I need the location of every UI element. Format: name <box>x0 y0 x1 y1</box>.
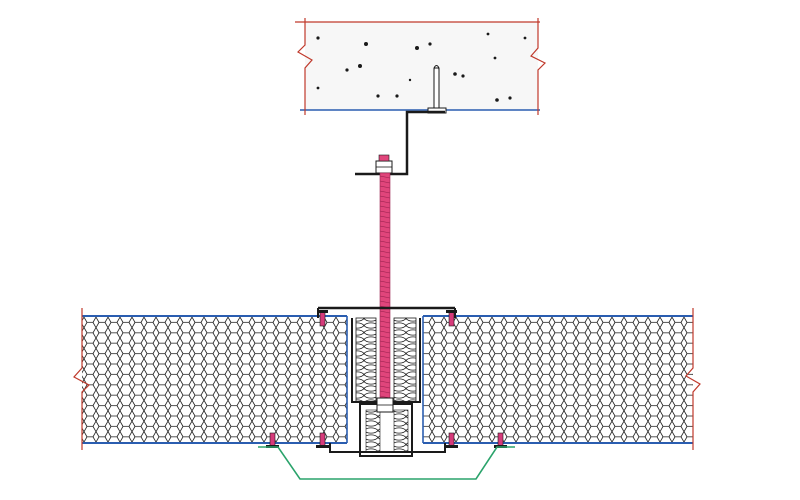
rod-thread <box>379 370 391 374</box>
rod-thread <box>379 225 391 229</box>
sandwich-panel-right <box>423 308 701 450</box>
rod-thread <box>379 255 391 259</box>
rod-thread <box>379 345 391 349</box>
rod-thread <box>379 365 391 369</box>
hex-nut-top <box>375 154 393 174</box>
rod-thread <box>379 200 391 204</box>
rod-thread <box>379 360 391 364</box>
rod-thread <box>379 270 391 274</box>
slab-break-left <box>297 18 313 115</box>
rod-thread <box>379 245 391 249</box>
rod-thread <box>379 175 391 179</box>
rod-thread <box>379 340 391 344</box>
rod-thread <box>379 285 391 289</box>
concrete-slab <box>295 18 547 115</box>
rod-thread <box>379 205 391 209</box>
rod-thread <box>379 300 391 304</box>
rod-thread <box>379 325 391 329</box>
rod-thread <box>379 260 391 264</box>
rod-thread <box>379 190 391 194</box>
rivet <box>446 310 457 327</box>
panel-break-right <box>685 308 701 450</box>
rod-thread <box>379 240 391 244</box>
rod-thread <box>379 385 391 389</box>
rod-thread <box>379 315 391 319</box>
rod-thread <box>379 335 391 339</box>
aggregate-specks <box>316 32 527 102</box>
u-channel-connector <box>329 317 446 457</box>
slab-break-right <box>530 18 547 115</box>
rod-thread <box>379 390 391 394</box>
rivet <box>317 310 328 327</box>
rod-thread <box>379 185 391 189</box>
rod-thread <box>379 210 391 214</box>
panel-break-left <box>73 308 90 450</box>
rod-thread <box>379 220 391 224</box>
rod-thread <box>379 290 391 294</box>
threaded-rod <box>379 172 391 402</box>
rod-thread <box>379 355 391 359</box>
rod-thread <box>379 295 391 299</box>
rod-thread <box>379 320 391 324</box>
rod-thread <box>379 215 391 219</box>
panel-edge-profiles <box>346 316 424 443</box>
rod-thread <box>379 250 391 254</box>
rod-thread <box>379 350 391 354</box>
sandwich-panel-left <box>73 308 347 450</box>
rivet <box>316 432 329 448</box>
rod-thread <box>379 230 391 234</box>
rod-thread <box>379 235 391 239</box>
rod-thread <box>379 375 391 379</box>
rod-thread <box>379 280 391 284</box>
rod-thread <box>379 380 391 384</box>
rod-thread <box>379 275 391 279</box>
rod-thread <box>379 265 391 269</box>
angle-bracket <box>355 110 445 176</box>
bottom-trim-strip <box>258 446 515 480</box>
rivet <box>445 432 458 448</box>
rod-thread <box>379 180 391 184</box>
rod-thread <box>379 310 391 314</box>
rod-thread <box>379 195 391 199</box>
rivets <box>266 310 507 448</box>
rod-thread <box>379 330 391 334</box>
